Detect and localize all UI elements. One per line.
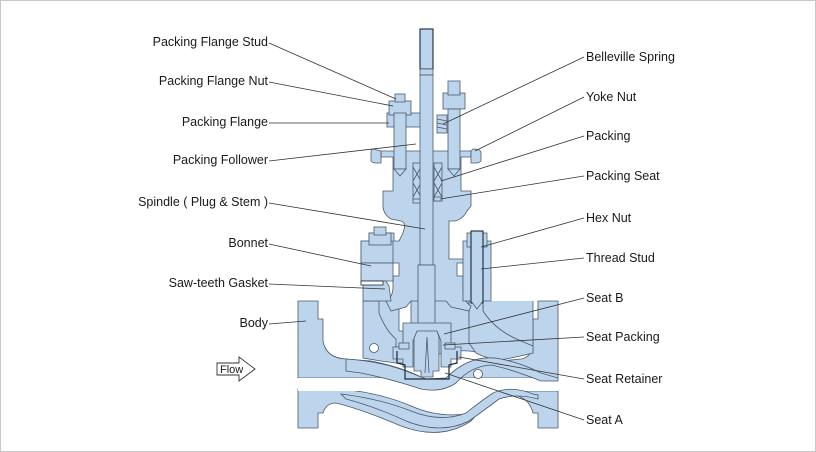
label-spindle: Spindle ( Plug & Stem ) [138, 195, 268, 209]
leader-line [439, 175, 585, 200]
leader-line [268, 42, 397, 100]
leader-line [442, 336, 585, 346]
right-labels: Belleville Spring Yoke Nut Packing Packi… [439, 50, 675, 427]
leader-line [440, 135, 585, 182]
label-body: Body [240, 316, 269, 330]
label-yoke-nut: Yoke Nut [586, 90, 637, 104]
flow-arrow: Flow [216, 356, 256, 382]
leader-line [444, 372, 585, 421]
label-packing-flange-nut: Packing Flange Nut [159, 74, 269, 88]
label-seat-b: Seat B [586, 291, 624, 305]
label-packing-seat: Packing Seat [586, 169, 660, 183]
leader-line [268, 243, 372, 267]
leader-line [480, 257, 585, 270]
leader-line [268, 202, 426, 230]
label-thread-stud: Thread Stud [586, 251, 655, 265]
label-packing-flange-stud: Packing Flange Stud [153, 35, 268, 49]
leader-line [442, 56, 585, 125]
spindle [413, 28, 440, 378]
leader-line [474, 96, 585, 152]
bonnet [360, 150, 492, 312]
label-packing-follower: Packing Follower [173, 153, 268, 167]
label-bonnet: Bonnet [228, 236, 268, 250]
packing-assembly [370, 80, 482, 204]
label-packing: Packing [586, 129, 631, 143]
label-saw-teeth-gasket: Saw-teeth Gasket [169, 276, 269, 290]
leader-line [268, 81, 394, 107]
label-belleville-spring: Belleville Spring [586, 50, 675, 64]
label-hex-nut: Hex Nut [586, 211, 632, 225]
label-packing-flange: Packing Flange [182, 115, 268, 129]
label-seat-a: Seat A [586, 413, 623, 427]
leader-line [480, 217, 585, 248]
left-labels: Packing Flange Stud Packing Flange Nut P… [138, 35, 426, 330]
leader-line [268, 320, 307, 325]
leader-line [268, 143, 417, 162]
label-seat-packing: Seat Packing [586, 330, 660, 344]
saw-teeth-gasket [360, 280, 384, 286]
leader-line [443, 297, 585, 335]
leader-line [268, 283, 386, 290]
label-seat-retainer: Seat Retainer [586, 372, 662, 386]
leader-line [458, 356, 585, 380]
flow-label: Flow [220, 364, 243, 376]
